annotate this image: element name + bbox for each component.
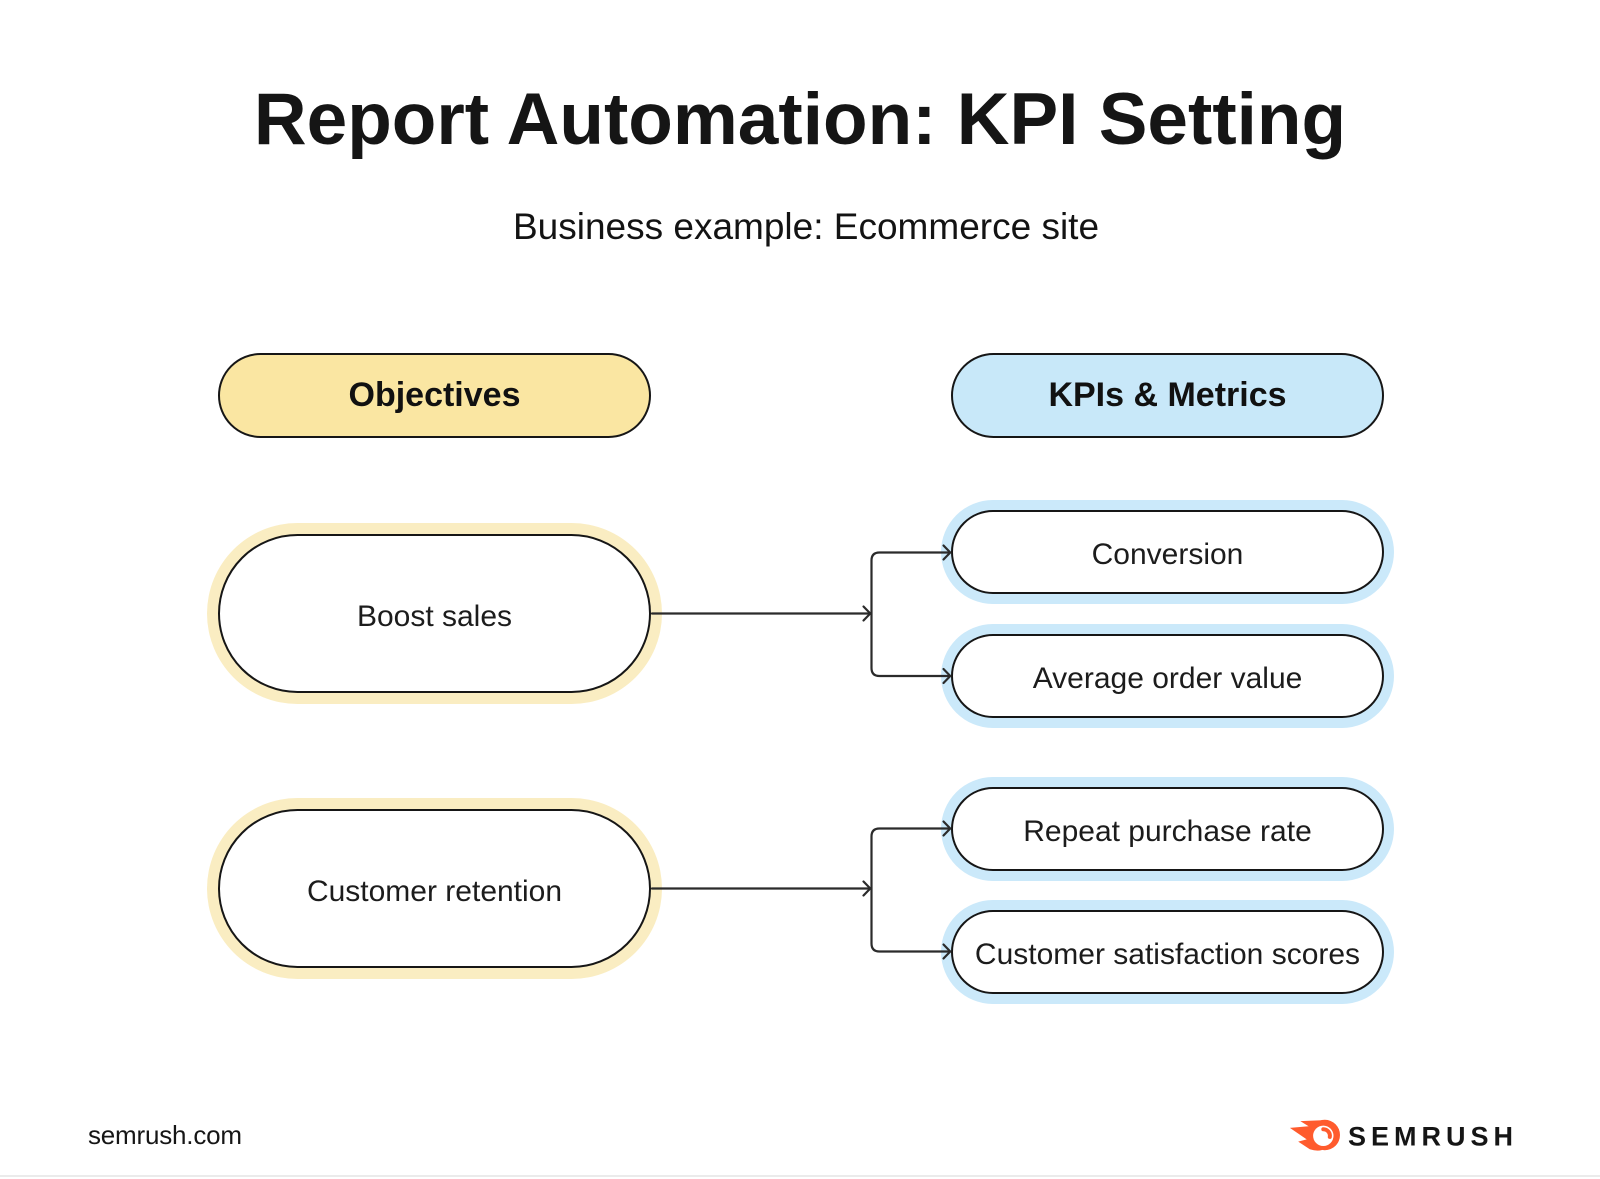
svg-text:SEMRUSH: SEMRUSH [1348, 1122, 1518, 1152]
